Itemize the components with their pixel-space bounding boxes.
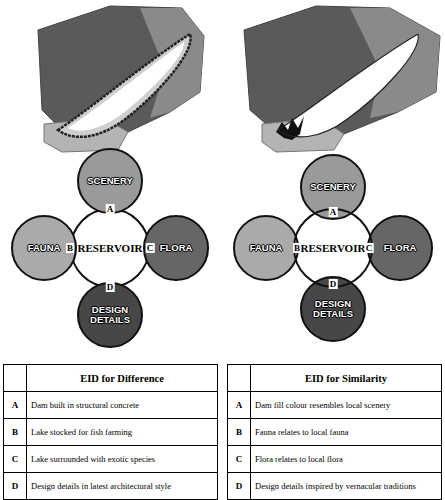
row-letter: A	[236, 400, 243, 410]
eid-table: EID for SimilarityA Dam fill colour resem…	[227, 364, 442, 500]
table-cell: EID for Difference	[27, 365, 218, 392]
junction-letter: B	[293, 243, 301, 253]
reservoir-circle: RESERVOIR	[70, 208, 150, 288]
row-text: Design details in latest architectural s…	[31, 481, 171, 491]
table-cell	[228, 365, 251, 392]
table-cell: C	[4, 446, 27, 473]
table-cell: Fauna relates to local fauna	[251, 419, 442, 446]
row-letter: C	[12, 454, 19, 464]
table-cell: B	[228, 419, 251, 446]
center-label: RESERVOIR	[78, 242, 143, 254]
junction-letter: A	[329, 207, 338, 217]
aspect-label: SCENERY	[87, 176, 133, 186]
table-cell: Design details in latest architectural s…	[27, 473, 218, 500]
aspect-label: FLORA	[160, 243, 193, 253]
row-text: Dam built in structural concrete	[31, 400, 139, 410]
aspect-label: FLORA	[384, 243, 417, 253]
aspect-label: DESIGN DETAILS	[82, 305, 138, 326]
table-cell: D	[4, 473, 27, 500]
table-cell: A	[4, 392, 27, 419]
table-cell: Dam fill colour resembles local scenery	[251, 392, 442, 419]
junction-letter: A	[106, 204, 115, 214]
aspect-circle: FAUNA	[233, 215, 299, 281]
row-text: Design details inspired by vernacular tr…	[255, 481, 416, 491]
table-cell: Dam built in structural concrete	[27, 392, 218, 419]
aspect-circle: FLORA	[367, 215, 433, 281]
table-cell: Lake stocked for fish farming	[27, 419, 218, 446]
table-cell: Flora relates to local flora	[251, 446, 442, 473]
row-letter: B	[236, 427, 242, 437]
aspect-label: FAUNA	[250, 243, 283, 253]
aspect-label: DESIGN DETAILS	[305, 299, 361, 320]
row-text: Lake surrounded with exotic species	[31, 454, 155, 464]
aspect-label: SCENERY	[310, 182, 356, 192]
table-cell: D	[228, 473, 251, 500]
reservoir-circle: RESERVOIR	[293, 208, 373, 288]
row-letter: B	[12, 427, 18, 437]
aspect-label: FAUNA	[28, 243, 61, 253]
row-letter: D	[236, 481, 243, 491]
row-letter: A	[12, 400, 19, 410]
table-cell: EID for Similarity	[251, 365, 442, 392]
junction-letter: D	[106, 282, 115, 292]
table-cell	[4, 365, 27, 392]
table-cell: Lake surrounded with exotic species	[27, 446, 218, 473]
row-letter: D	[12, 481, 19, 491]
row-text: Flora relates to local flora	[255, 454, 343, 464]
center-label: RESERVOIR	[301, 242, 366, 254]
junction-letter: B	[66, 243, 74, 253]
table-cell: C	[228, 446, 251, 473]
junction-letter: D	[329, 279, 338, 289]
table-cell: Design details inspired by vernacular tr…	[251, 473, 442, 500]
map-right	[244, 6, 440, 152]
junction-letter: C	[146, 243, 155, 253]
junction-letter: C	[365, 243, 374, 253]
row-text: Fauna relates to local fauna	[255, 427, 348, 437]
row-text: Lake stocked for fish farming	[31, 427, 132, 437]
table-cell: B	[4, 419, 27, 446]
table-heading: EID for Similarity	[305, 373, 387, 384]
row-text: Dam fill colour resembles local scenery	[255, 400, 390, 410]
row-letter: C	[236, 454, 243, 464]
table-heading: EID for Difference	[80, 373, 164, 384]
table-cell: A	[228, 392, 251, 419]
map-left	[38, 6, 204, 152]
eid-table: EID for DifferenceA Dam built in structur…	[3, 364, 218, 500]
